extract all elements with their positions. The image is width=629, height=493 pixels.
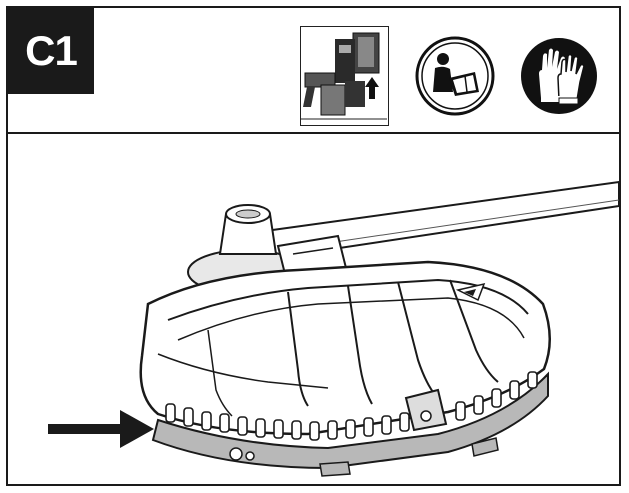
- trimmer-guard-illustration: [48, 180, 619, 477]
- read-manual-icon: [415, 36, 495, 116]
- pointer-arrow-icon: [48, 410, 154, 448]
- panel-header: C1: [8, 8, 619, 134]
- instruction-panel: C1: [6, 6, 621, 486]
- assembly-detail-icon: [300, 26, 389, 126]
- step-label: C1: [8, 8, 94, 94]
- wear-gloves-icon: [521, 38, 597, 114]
